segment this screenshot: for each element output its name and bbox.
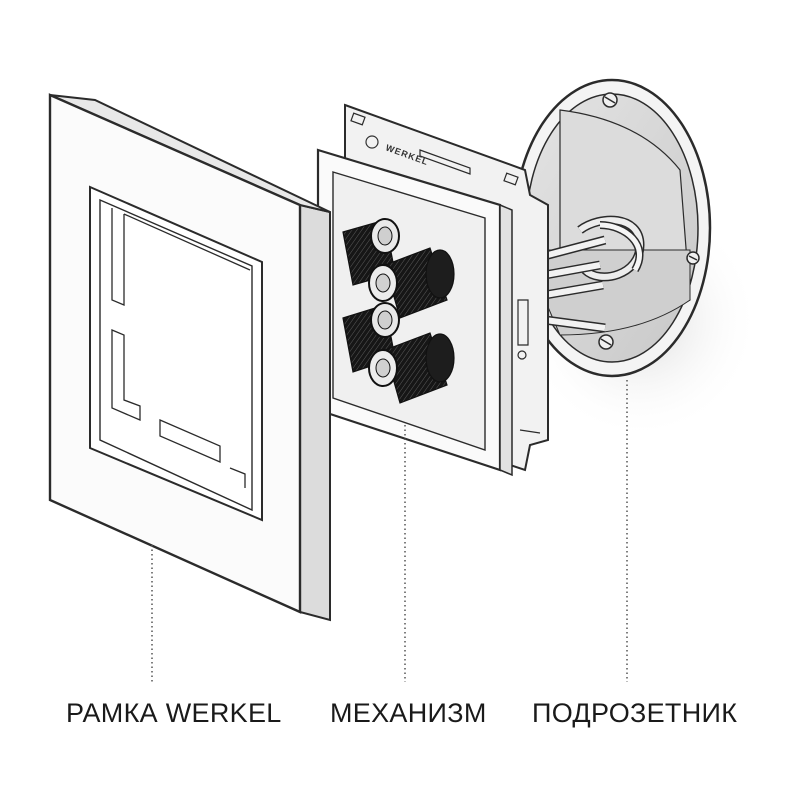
terminal-top-right bbox=[368, 247, 455, 319]
backbox-screw-right bbox=[686, 251, 700, 265]
label-backbox: ПОДРОЗЕТНИК bbox=[532, 698, 738, 728]
frame-side bbox=[299, 203, 331, 622]
mechanism: WERKEL bbox=[316, 103, 549, 477]
frame bbox=[48, 93, 331, 622]
frame-opening bbox=[89, 185, 263, 522]
frame-opening-inner-lip bbox=[99, 198, 253, 512]
backbox-screw-bottom bbox=[598, 334, 614, 350]
plate-details bbox=[350, 112, 541, 434]
terminal-bottom-right bbox=[368, 332, 455, 404]
leader-lines bbox=[151, 380, 628, 682]
wires bbox=[544, 235, 607, 333]
frame-clips bbox=[111, 208, 251, 488]
brand-logo-icon bbox=[365, 135, 379, 149]
label-frame: РАМКА WERKEL bbox=[66, 698, 282, 728]
backbox bbox=[512, 78, 760, 440]
mechanism-bezel-side bbox=[499, 203, 513, 477]
label-mechanism: МЕХАНИЗМ bbox=[330, 698, 487, 728]
backbox-screw-top bbox=[602, 92, 618, 108]
cable-bundle bbox=[577, 215, 645, 282]
